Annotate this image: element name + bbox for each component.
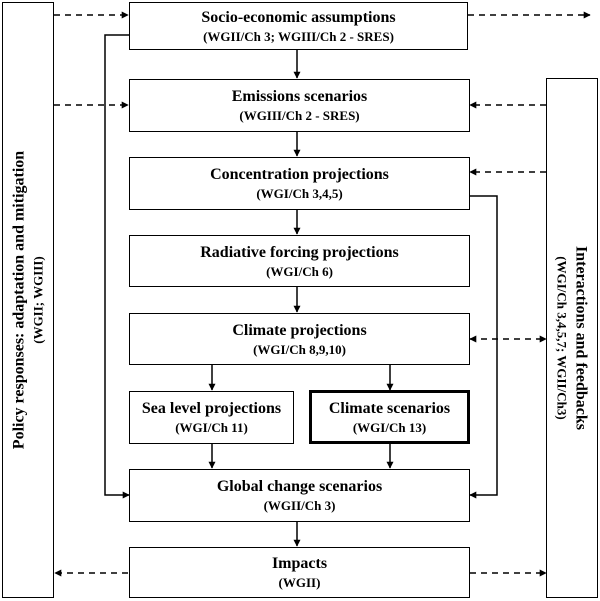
box-title: Impacts: [271, 555, 328, 573]
radiative-forcing-projections-box: Radiative forcing projections (WGI/Ch 6): [129, 235, 470, 287]
climate-projections-box: Climate projections (WGI/Ch 8,9,10): [129, 313, 470, 365]
impacts-box: Impacts (WGII): [129, 547, 470, 598]
box-subtitle: (WGII/Ch 3): [263, 498, 336, 514]
policy-responses-subtitle: (WGII; WGIII): [30, 256, 46, 344]
emissions-scenarios-box: Emissions scenarios (WGIII/Ch 2 - SRES): [129, 79, 470, 132]
box-subtitle: (WGI/Ch 3,4,5): [256, 186, 343, 202]
arrow-socio-bypass: [104, 34, 130, 499]
socio-economic-assumptions-box: Socio-economic assumptions (WGII/Ch 3; W…: [129, 2, 468, 50]
interactions-feedbacks-label: Interactions and feedbacks (WGI/Ch 3,4,5…: [553, 246, 590, 430]
box-title: Sea level projections: [141, 400, 282, 418]
box-subtitle: (WGII/Ch 3; WGIII/Ch 2 - SRES): [203, 28, 394, 44]
policy-responses-title: Policy responses: adaptation and mitigat…: [10, 150, 28, 450]
box-title: Radiative forcing projections: [200, 243, 399, 261]
box-subtitle: (WGI/Ch 8,9,10): [253, 341, 346, 357]
box-title: Climate projections: [232, 321, 367, 339]
climate-scenarios-box: Climate scenarios (WGI/Ch 13): [309, 390, 470, 444]
box-title: Concentration projections: [210, 166, 389, 184]
global-change-scenarios-box: Global change scenarios (WGII/Ch 3): [129, 469, 470, 522]
policy-responses-label: Policy responses: adaptation and mitigat…: [9, 151, 46, 449]
interactions-feedbacks-subtitle: (WGI/Ch 3,4,5,7; WGII/Ch3): [554, 256, 570, 420]
box-title: Emissions scenarios: [231, 88, 368, 106]
policy-responses-panel: Policy responses: adaptation and mitigat…: [2, 2, 54, 598]
box-title: Socio-economic assumptions: [201, 8, 396, 26]
arrow-concentration-bypass: [468, 195, 498, 499]
box-title: Climate scenarios: [328, 399, 451, 417]
box-subtitle: (WGI/Ch 13): [352, 419, 427, 435]
interactions-feedbacks-panel: Interactions and feedbacks (WGI/Ch 3,4,5…: [546, 78, 598, 598]
box-subtitle: (WGI/Ch 11): [175, 420, 248, 436]
concentration-projections-box: Concentration projections (WGI/Ch 3,4,5): [129, 157, 470, 210]
box-subtitle: (WGIII/Ch 2 - SRES): [239, 108, 360, 124]
sea-level-projections-box: Sea level projections (WGI/Ch 11): [129, 391, 294, 444]
box-subtitle: (WGII): [278, 575, 321, 591]
box-title: Global change scenarios: [216, 478, 383, 496]
interactions-feedbacks-title: Interactions and feedbacks: [572, 245, 590, 431]
box-subtitle: (WGI/Ch 6): [266, 263, 333, 279]
